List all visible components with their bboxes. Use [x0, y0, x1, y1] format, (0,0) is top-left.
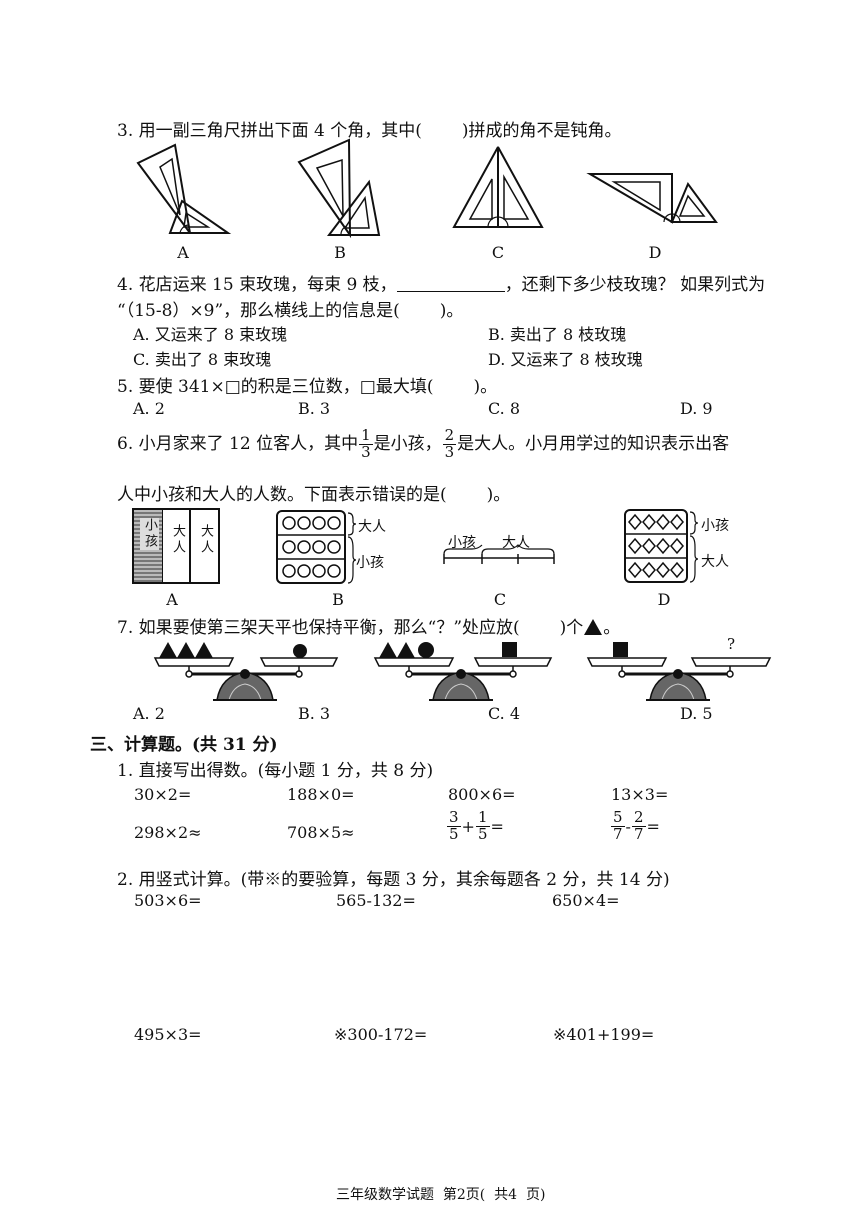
q3-label-b: B — [334, 243, 346, 262]
calc2-item: 650×4= — [552, 891, 620, 910]
q6-label-d: D — [657, 590, 671, 609]
section3-title: 三、计算题。(共 31 分) — [90, 735, 278, 755]
q5-option-d[interactable]: D. 9 — [680, 399, 713, 418]
q6-figure-d — [624, 509, 688, 583]
balance-scale-3 — [586, 642, 772, 701]
q6-figure-c — [443, 544, 555, 564]
calc1-title: 1. 直接写出得数。(每小题 1 分，共 8 分) — [117, 761, 434, 781]
calc2-item: 565-132= — [336, 891, 416, 910]
q4-option-d[interactable]: D. 又运来了 8 枝玫瑰 — [488, 350, 643, 369]
q7-option-a[interactable]: A. 2 — [133, 704, 165, 723]
q4-option-b[interactable]: B. 卖出了 8 枝玫瑰 — [488, 325, 627, 344]
q7-question-mark: ? — [727, 635, 736, 653]
calc1-item: 30×2= — [134, 785, 192, 804]
child-label: 小孩 — [140, 518, 159, 550]
adult-label-1: 大人 — [170, 524, 185, 556]
q6-c-adult-label: 大人 — [502, 535, 530, 551]
q6-b-child-label: 小孩 — [356, 555, 384, 571]
calc1-item: 188×0= — [287, 785, 355, 804]
q6-label-b: B — [332, 590, 344, 609]
calc1-item: 708×5≈ — [287, 823, 355, 842]
triangle-figure-c — [452, 146, 544, 228]
q6-b-adult-label: 大人 — [358, 519, 386, 535]
adult-label-2: 大人 — [198, 524, 213, 556]
q6-figure-a: 小孩 大人 大人 — [132, 508, 220, 584]
q6-line2: 人中小孩和大人的人数。下面表示错误的是()。 — [117, 485, 511, 505]
q6-label-a: A — [166, 590, 178, 609]
balance-scale-2 — [373, 642, 553, 701]
q6-figure-d-braces — [689, 511, 699, 583]
q5-stem: 5. 要使 341×□的积是三位数，□最大填()。 — [117, 377, 498, 397]
q4-line1: 4. 花店运来 15 束玫瑰，每束 9 枝，，还剩下多少枝玫瑰？ 如果列式为 — [117, 275, 766, 295]
calc1-item: 13×3= — [611, 785, 669, 804]
q5-option-a[interactable]: A. 2 — [133, 399, 165, 418]
q3-label-a: A — [177, 243, 189, 262]
triangle-figure-a — [136, 143, 232, 234]
calc2-item: 503×6= — [134, 891, 202, 910]
q6-d-adult-label: 大人 — [701, 554, 729, 570]
calc2-item: 495×3= — [134, 1025, 202, 1044]
triangle-figure-b — [297, 138, 381, 239]
q5-option-b[interactable]: B. 3 — [298, 399, 331, 418]
q4-line2: “（15-8）×9”，那么横线上的信息是()。 — [117, 301, 464, 321]
q6-figure-b — [276, 510, 357, 584]
triangle-figure-d — [586, 173, 718, 224]
triangle-icon — [584, 619, 603, 635]
balance-scale-1 — [153, 642, 339, 701]
calc1-item: 298×2≈ — [134, 823, 202, 842]
calc2-item: ※300-172= — [334, 1025, 428, 1044]
q4-option-c[interactable]: C. 卖出了 8 束玫瑰 — [133, 350, 272, 369]
q6-d-child-label: 小孩 — [701, 518, 729, 534]
q6-c-child-label: 小孩 — [448, 535, 476, 551]
q3-stem: 3. 用一副三角尺拼出下面 4 个角，其中()拼成的角不是钝角。 — [117, 121, 622, 141]
q7-option-c[interactable]: C. 4 — [488, 704, 521, 723]
answer-blank[interactable] — [396, 275, 505, 292]
q5-option-c[interactable]: C. 8 — [488, 399, 521, 418]
q7-stem: 7. 如果要使第三架天平也保持平衡，那么“？”处应放()个。 — [117, 618, 621, 638]
calc1-item: 800×6= — [448, 785, 516, 804]
calc2-item: ※401+199= — [553, 1025, 655, 1044]
q3-label-d: D — [648, 243, 662, 262]
q7-option-d[interactable]: D. 5 — [680, 704, 713, 723]
q6-label-c: C — [493, 590, 507, 609]
q4-option-a[interactable]: A. 又运来了 8 束玫瑰 — [133, 325, 288, 344]
q7-option-b[interactable]: B. 3 — [298, 704, 331, 723]
q3-label-c: C — [491, 243, 505, 262]
calc2-title: 2. 用竖式计算。(带※的要验算，每题 3 分，其余每题各 2 分，共 14 分… — [117, 870, 670, 890]
page-footer: 三年级数学试题 第2页( 共4 页) — [336, 1187, 546, 1203]
